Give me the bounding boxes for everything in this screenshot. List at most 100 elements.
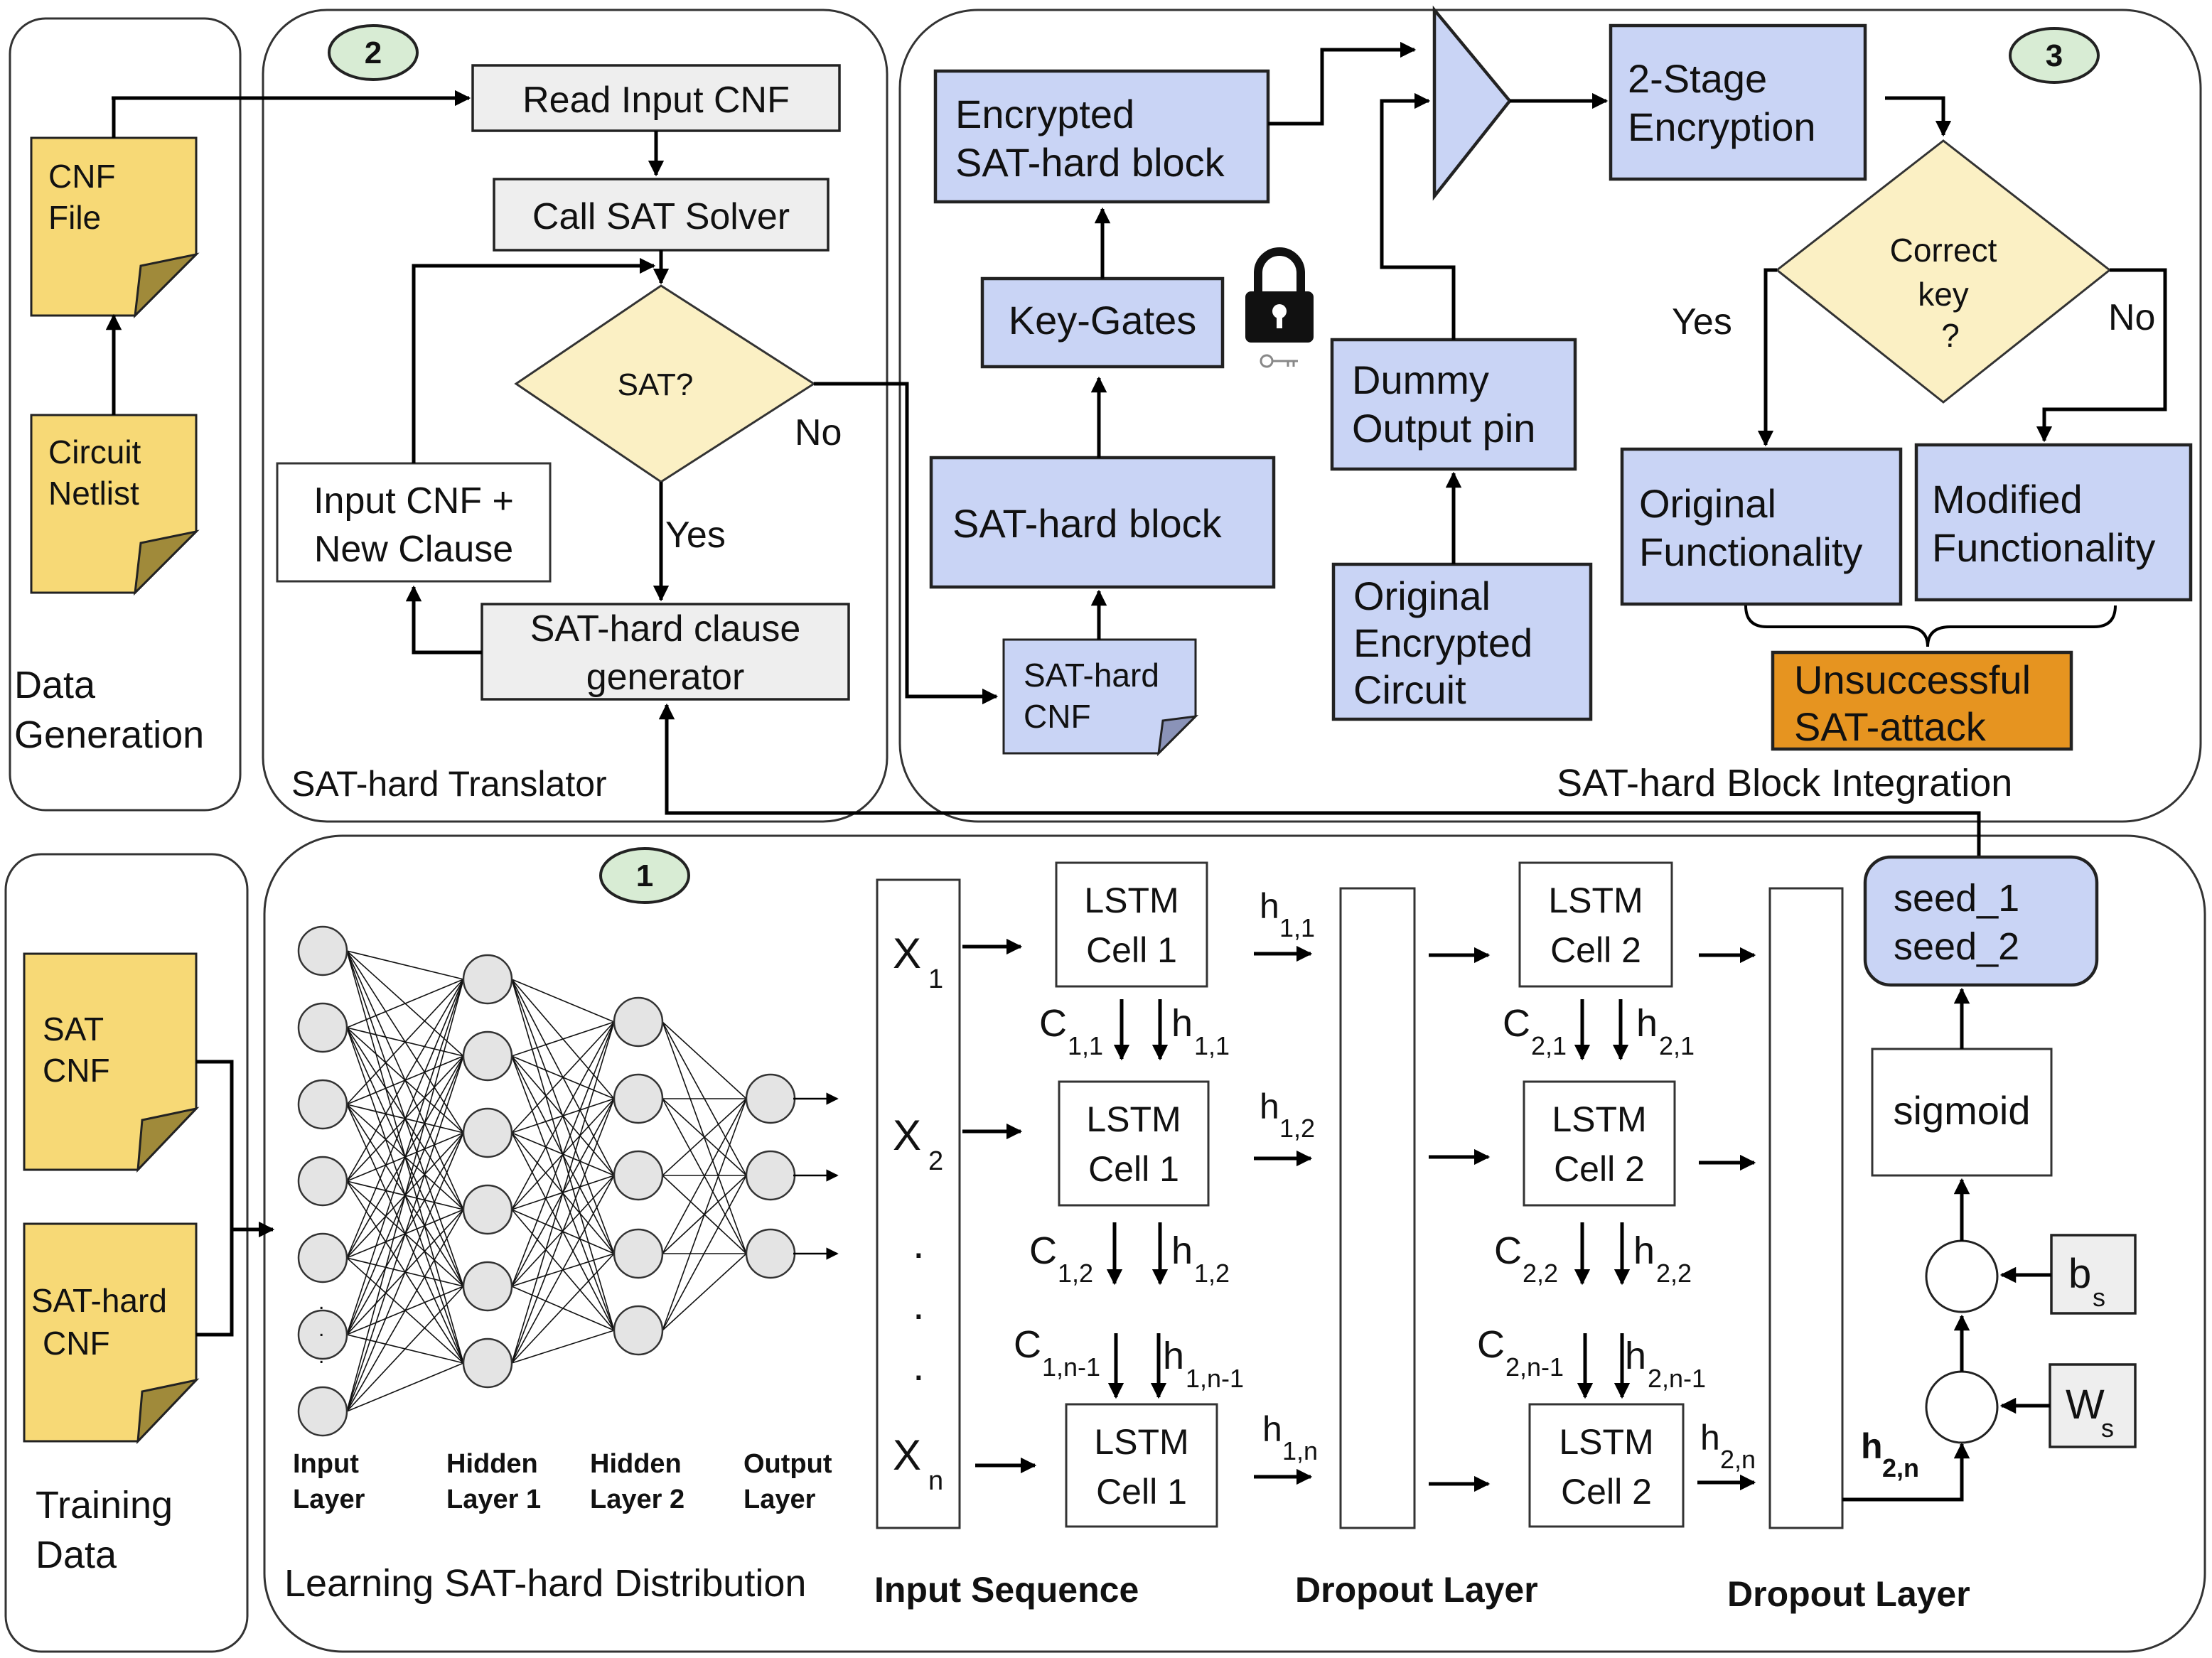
- input-x1: X 1: [893, 930, 943, 994]
- functionality-brace: [1744, 605, 2117, 647]
- original-functionality-box: Original Functionality: [1620, 447, 1903, 606]
- svg-text:Encrypted: Encrypted: [1353, 620, 1532, 665]
- svg-text:generator: generator: [586, 657, 745, 698]
- nn-node-layer0-4: [297, 1232, 348, 1283]
- svg-text:h: h: [1260, 886, 1279, 926]
- svg-text:Cell 1: Cell 1: [1086, 930, 1177, 970]
- mux-triangle: [1432, 5, 1512, 201]
- svg-text:Circuit: Circuit: [48, 434, 141, 470]
- svg-text:1: 1: [636, 858, 653, 893]
- svg-text:CNF: CNF: [48, 158, 116, 195]
- nn-edge: [511, 1021, 615, 1210]
- svg-text:1,2: 1,2: [1279, 1114, 1315, 1143]
- svg-text:LSTM: LSTM: [1548, 881, 1643, 920]
- svg-text:1,n: 1,n: [1282, 1436, 1318, 1465]
- svg-text:key: key: [1918, 276, 1969, 313]
- nn-edge: [511, 1021, 615, 1134]
- key-icon: [1260, 354, 1298, 368]
- translator-label: SAT-hard Translator: [291, 764, 607, 804]
- svg-text:2,n: 2,n: [1720, 1445, 1756, 1474]
- svg-text:C: C: [1014, 1323, 1041, 1366]
- nn-edge: [346, 979, 464, 1028]
- nn-edge: [346, 979, 464, 1105]
- data-generation-label-1: Data: [14, 664, 96, 706]
- svg-text:s: s: [2101, 1414, 2114, 1443]
- svg-text:2,n-1: 2,n-1: [1648, 1364, 1706, 1393]
- new-clause-loop-arrow: [412, 257, 656, 463]
- c-h-between-2-row1: C 2,1 h 2,1: [1503, 999, 1695, 1061]
- c-h-between-1-row2: C 1,2 h 1,2: [1029, 1222, 1230, 1288]
- svg-text:Modified: Modified: [1932, 477, 2083, 522]
- svg-text:SAT-hard: SAT-hard: [31, 1282, 167, 1319]
- input-xn: X n: [893, 1431, 943, 1496]
- svg-text:LSTM: LSTM: [1559, 1422, 1653, 1462]
- input-ellipsis: . . .: [913, 1220, 925, 1389]
- svg-text:1,2: 1,2: [1058, 1259, 1093, 1288]
- nn-edge: [346, 1209, 464, 1412]
- svg-text:C: C: [1477, 1323, 1505, 1366]
- nn-edge: [346, 950, 464, 980]
- svg-text:SAT-hard block: SAT-hard block: [952, 501, 1223, 546]
- sat-cnf-note: SAT CNF: [23, 952, 200, 1173]
- circuit-netlist-note: Circuit Netlist: [30, 414, 200, 596]
- svg-text:Call SAT Solver: Call SAT Solver: [532, 196, 790, 237]
- h1-output-row1: h 1,1: [1254, 886, 1315, 962]
- integration-label: SAT-hard Block Integration: [1557, 762, 2012, 804]
- svg-text:X: X: [893, 1431, 921, 1479]
- dropout-layer-1: [1339, 887, 1416, 1529]
- svg-text:Read Input CNF: Read Input CNF: [522, 80, 790, 121]
- svg-text:LSTM: LSTM: [1094, 1422, 1188, 1462]
- sat-decision-diamond: SAT?: [514, 284, 816, 483]
- svg-text:X: X: [893, 1111, 921, 1159]
- nn-edge: [346, 979, 464, 1182]
- nn-node-layer2-3: [613, 1228, 664, 1279]
- h2n-bold-label: h 2,n: [1861, 1426, 1919, 1482]
- nn-edge: [346, 979, 464, 1259]
- svg-text:h: h: [1625, 1335, 1646, 1377]
- nn-node-layer2-0: [613, 996, 664, 1048]
- sat-hard-block-box: SAT-hard block: [929, 456, 1276, 589]
- svg-text:X: X: [893, 930, 921, 977]
- generator-to-new-clause-arrow: [405, 585, 482, 655]
- sat-hard-cnf-note: SAT-hard CNF: [1002, 638, 1199, 757]
- svg-text:2,1: 2,1: [1659, 1031, 1695, 1060]
- svg-text:2,n: 2,n: [1882, 1453, 1919, 1482]
- nn-edge: [511, 1021, 615, 1287]
- svg-text:C: C: [1503, 1002, 1530, 1045]
- c-h-between-1-rown: C 1,n-1 h 1,n-1: [1014, 1323, 1244, 1399]
- svg-text:1,n-1: 1,n-1: [1042, 1352, 1100, 1382]
- svg-text:Unsuccessful: Unsuccessful: [1794, 657, 2031, 702]
- nn-edge: [511, 979, 615, 1023]
- dropout-layer-2: [1768, 887, 1844, 1529]
- nn-edge: [511, 1175, 615, 1364]
- original-encrypted-circuit-box: Original Encrypted Circuit: [1331, 562, 1593, 721]
- h1-output-row2: h 1,2: [1254, 1087, 1315, 1167]
- nn-node-layer3-2: [745, 1228, 796, 1279]
- h1-output-rown: h 1,n: [1254, 1409, 1318, 1485]
- training-merge-line: [196, 1060, 234, 1337]
- svg-text:W: W: [2066, 1382, 2105, 1428]
- svg-text:1,1: 1,1: [1194, 1031, 1230, 1060]
- badge-integration: 3: [2009, 27, 2100, 84]
- nn-edge: [346, 1132, 464, 1412]
- training-data-label-1: Training: [36, 1484, 173, 1527]
- svg-text:seed_1: seed_1: [1894, 877, 2019, 920]
- svg-text:Layer 2: Layer 2: [590, 1485, 684, 1514]
- svg-text:CNF: CNF: [43, 1325, 110, 1362]
- svg-text:SAT-hard: SAT-hard: [1024, 657, 1159, 694]
- nn-node-layer1-0: [462, 954, 513, 1005]
- read-input-cnf-box: Read Input CNF: [471, 64, 841, 132]
- svg-text:SAT-attack: SAT-attack: [1794, 704, 1987, 749]
- svg-text:LSTM: LSTM: [1086, 1099, 1181, 1139]
- lock-icon: [1245, 247, 1314, 343]
- lstm-cell-2-row1: LSTM Cell 2: [1518, 861, 1673, 988]
- training-data-label-2: Data: [36, 1534, 117, 1576]
- nn-node-layer3-0: [745, 1073, 796, 1124]
- svg-text:Output pin: Output pin: [1352, 406, 1535, 451]
- svg-text:CNF: CNF: [1024, 698, 1091, 735]
- nn-node-layer1-1: [462, 1030, 513, 1082]
- nn-node-layer1-3: [462, 1184, 513, 1235]
- svg-text:.: .: [913, 1342, 925, 1389]
- correct-key-no-label: No: [2108, 297, 2155, 338]
- svg-text:Dummy: Dummy: [1352, 357, 1489, 402]
